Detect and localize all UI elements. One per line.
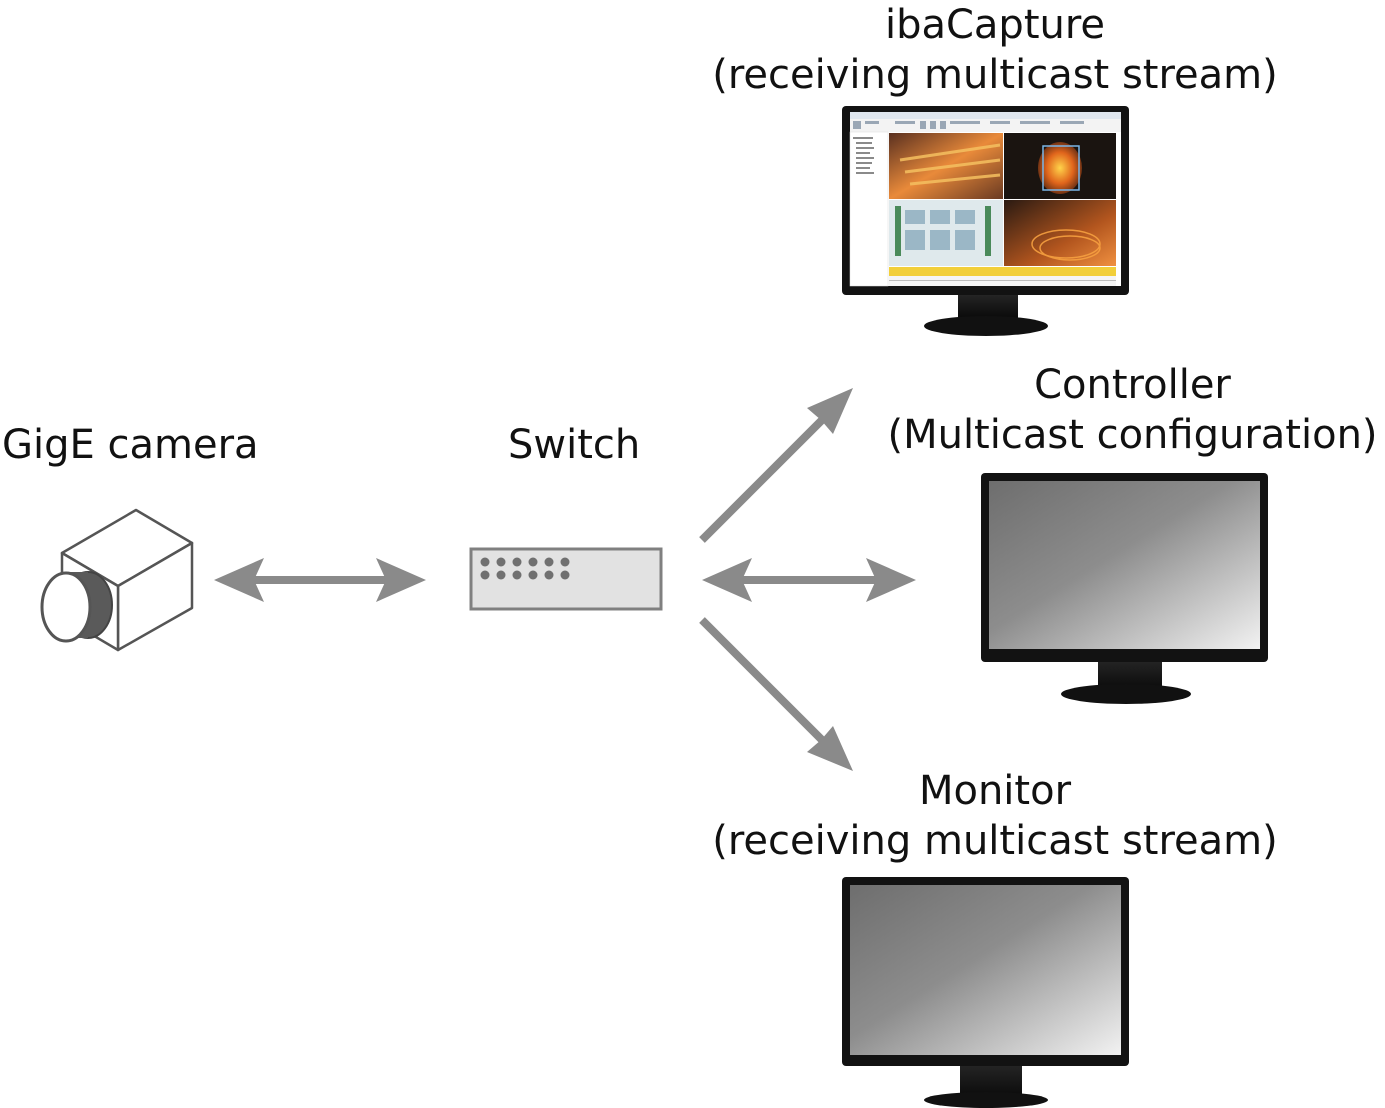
monitor-monitor-icon: [842, 877, 1129, 1108]
monitor-subtitle: (receiving multicast stream): [712, 818, 1278, 864]
monitor-label: Monitor (receiving multicast stream): [700, 766, 1290, 866]
controller-label: Controller (Multicast configuration): [880, 360, 1385, 460]
arrow-switch-ibacapture: [699, 388, 853, 543]
controller-monitor-icon: [981, 473, 1268, 704]
arrow-switch-controller: [702, 558, 916, 602]
ibacapture-subtitle: (receiving multicast stream): [712, 52, 1278, 98]
ibacapture-title: ibaCapture: [884, 2, 1106, 48]
ibacapture-monitor-icon: [842, 106, 1129, 336]
controller-title: Controller: [1034, 362, 1231, 408]
switch-label: Switch: [508, 422, 641, 468]
arrow-camera-switch: [214, 558, 426, 602]
monitor-title: Monitor: [918, 768, 1072, 814]
switch-icon: [469, 547, 663, 611]
arrow-switch-monitor: [699, 617, 853, 771]
controller-subtitle: (Multicast configuration): [887, 412, 1378, 458]
ibacapture-label: ibaCapture (receiving multicast stream): [700, 0, 1290, 100]
camera-label: GigE camera: [2, 422, 259, 468]
camera-icon: [40, 508, 194, 652]
